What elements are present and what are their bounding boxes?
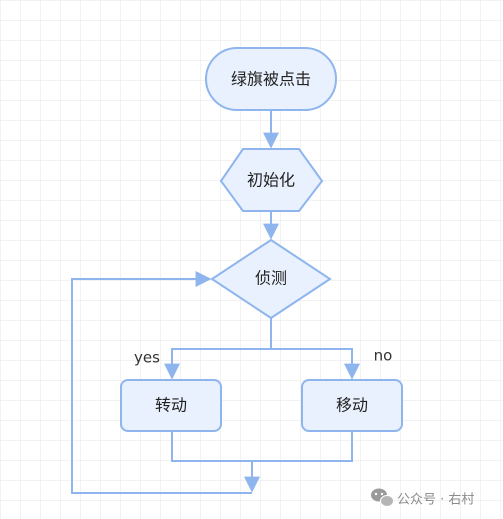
- edge-label-yes: yes: [134, 349, 160, 367]
- node-init-label: 初始化: [247, 171, 295, 190]
- edge-turn-merge: [171, 431, 353, 462]
- edge-label-no: no: [374, 347, 393, 365]
- node-detect-label: 侦测: [255, 269, 287, 288]
- node-move-label: 移动: [336, 396, 368, 415]
- node-turn: [120, 379, 222, 432]
- edge-detect-turn: [164, 318, 272, 380]
- watermark-text: 公众号 · 右村: [397, 493, 474, 508]
- edge-detect-move: [271, 348, 360, 380]
- node-move: [301, 379, 403, 432]
- node-init: [219, 148, 324, 212]
- node-start: [205, 47, 337, 111]
- edge-loop-back: [71, 271, 252, 494]
- node-turn-label: 转动: [155, 396, 187, 415]
- watermark: 公众号 · 右村: [371, 488, 474, 508]
- wechat-icon: [371, 488, 394, 507]
- node-start-label: 绿旗被点击: [231, 70, 311, 89]
- edges: [71, 111, 360, 494]
- node-detect: [210, 238, 332, 320]
